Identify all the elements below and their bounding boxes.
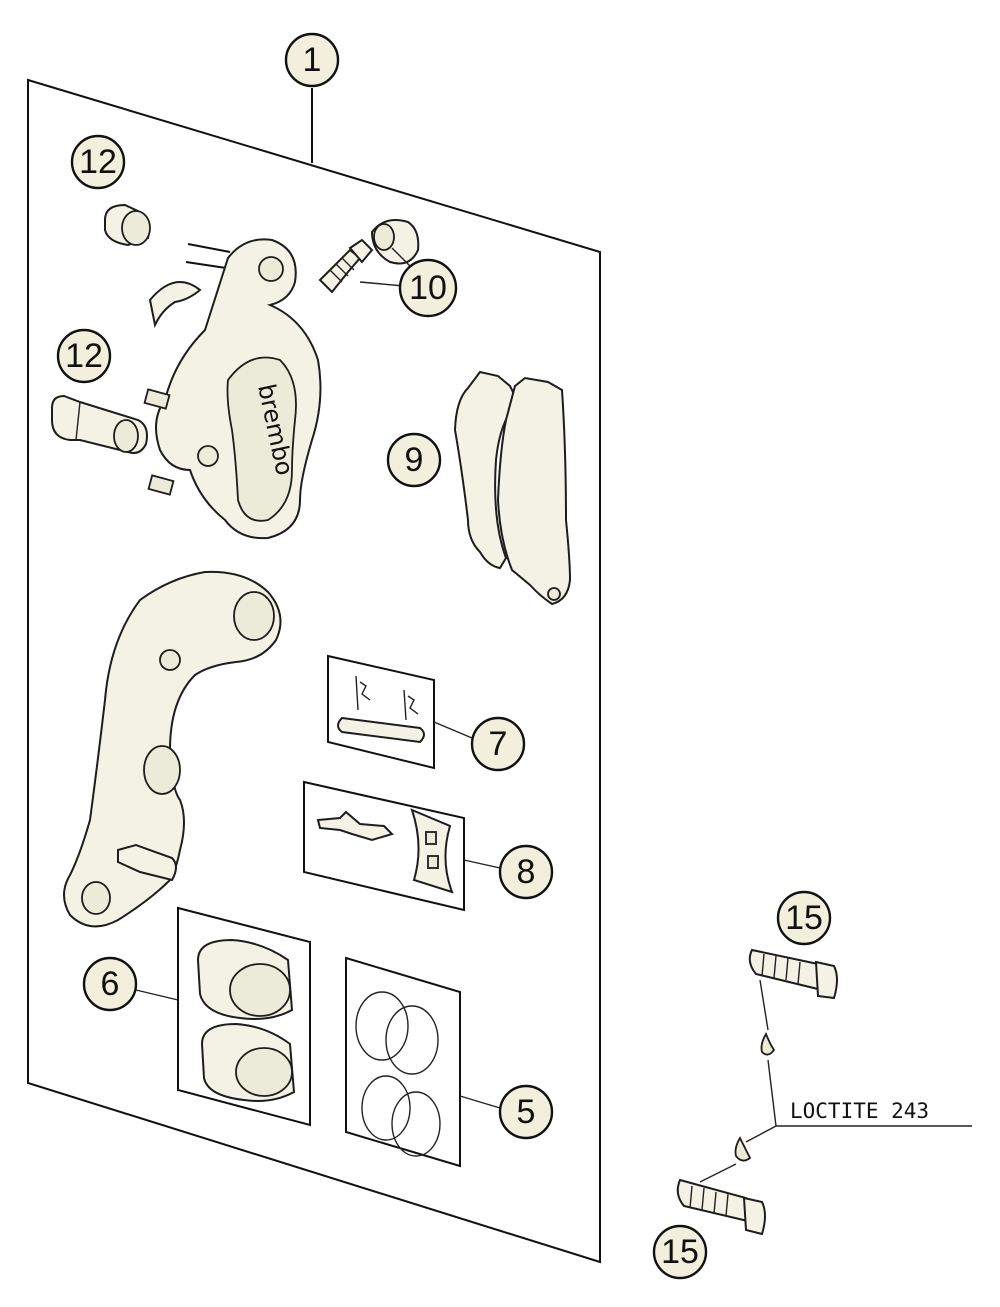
svg-text:15: 15 bbox=[661, 1233, 699, 1271]
svg-text:15: 15 bbox=[785, 899, 823, 937]
callout-7: 7 bbox=[470, 716, 526, 772]
svg-text:10: 10 bbox=[409, 269, 447, 307]
kit-8-box bbox=[303, 780, 465, 912]
plug-part-top bbox=[104, 203, 151, 247]
leader-10b bbox=[391, 247, 413, 269]
leader-15-upper bbox=[759, 979, 769, 1031]
callout-10: 10 bbox=[398, 258, 458, 318]
bolt-lower bbox=[676, 1178, 766, 1236]
callout-1: 1 bbox=[284, 32, 340, 88]
callout-9: 9 bbox=[386, 432, 442, 488]
brake-pads bbox=[453, 370, 572, 606]
loctite-note: LOCTITE 243 bbox=[790, 1099, 929, 1123]
kit-panel-outline bbox=[27, 78, 601, 1264]
callout-6: 6 bbox=[82, 956, 138, 1012]
callout-5: 5 bbox=[498, 1084, 554, 1140]
callout-8: 8 bbox=[498, 844, 554, 900]
pin-bolt bbox=[51, 394, 148, 454]
leader-8 bbox=[463, 859, 501, 869]
callout-12-lower: 12 bbox=[56, 328, 112, 384]
caliper-bracket bbox=[63, 570, 282, 928]
drop-lower bbox=[734, 1136, 752, 1162]
svg-text:1: 1 bbox=[303, 41, 322, 79]
leader-6 bbox=[135, 989, 179, 1001]
svg-text:12: 12 bbox=[79, 143, 117, 181]
svg-text:12: 12 bbox=[65, 337, 103, 375]
svg-text:6: 6 bbox=[101, 965, 120, 1003]
bleed-cap bbox=[370, 219, 420, 265]
svg-text:9: 9 bbox=[405, 441, 424, 479]
svg-text:8: 8 bbox=[517, 853, 536, 891]
svg-text:5: 5 bbox=[517, 1093, 536, 1131]
leader-15-lower bbox=[699, 1163, 737, 1183]
leader-10a bbox=[359, 281, 405, 287]
leader-loctite-b bbox=[745, 1125, 777, 1143]
kit-7-box bbox=[327, 654, 435, 770]
leader-5 bbox=[459, 1095, 501, 1109]
kit-5-box bbox=[345, 956, 461, 1168]
callout-15-lower: 15 bbox=[652, 1224, 708, 1280]
svg-text:7: 7 bbox=[489, 725, 508, 763]
bolt-upper bbox=[748, 948, 838, 1000]
brake-caliper: brembo bbox=[143, 238, 322, 540]
callout-15-upper: 15 bbox=[776, 890, 832, 946]
drop-upper bbox=[760, 1031, 776, 1056]
callout-12-top: 12 bbox=[70, 134, 126, 190]
leader-loctite-a bbox=[767, 1059, 777, 1127]
leader-7 bbox=[433, 721, 473, 739]
bleed-valve bbox=[318, 238, 374, 294]
kit-6-box bbox=[177, 906, 311, 1127]
